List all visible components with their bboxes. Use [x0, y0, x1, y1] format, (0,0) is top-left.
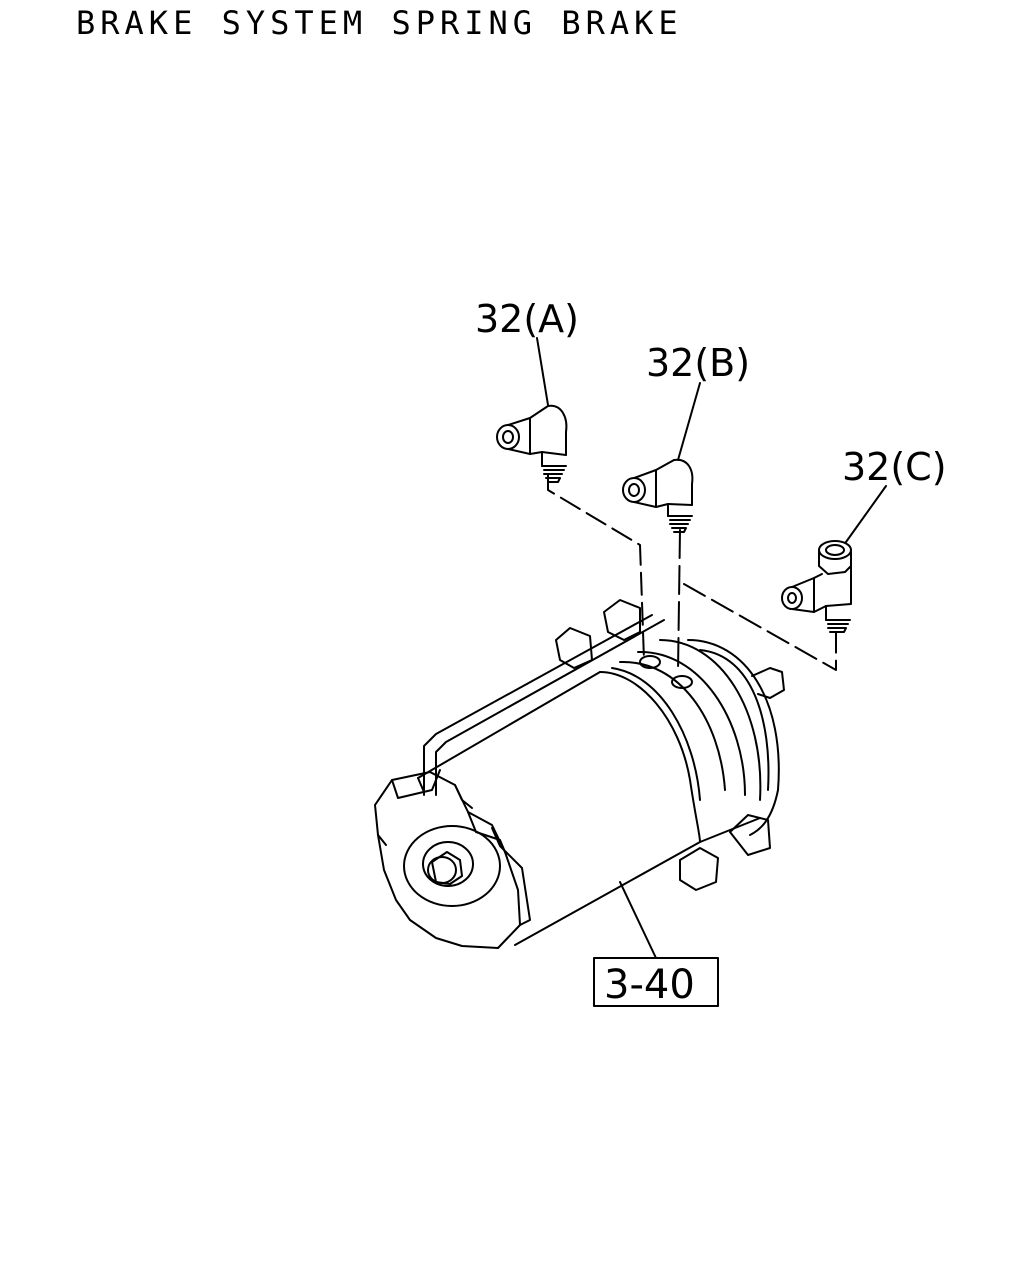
- air-tube: [423, 614, 665, 796]
- leader-3-40: [619, 881, 657, 959]
- front-flange: [374, 769, 531, 949]
- center-stud: [403, 825, 501, 907]
- page-title: BRAKE SYSTEM SPRING BRAKE: [76, 4, 683, 42]
- reference-box[interactable]: 3-40: [593, 957, 719, 1008]
- leader-32b: [677, 382, 701, 461]
- fitting-32a[interactable]: [496, 404, 568, 483]
- spring-brake-chamber[interactable]: [374, 599, 785, 949]
- assembly-lines: [417, 474, 837, 793]
- callout-32b[interactable]: 32(B): [646, 341, 750, 385]
- leader-32a: [536, 337, 549, 406]
- leader-32c: [845, 485, 887, 543]
- reference-label: 3-40: [604, 962, 695, 1008]
- port-b: [671, 675, 693, 689]
- callout-32c[interactable]: 32(C): [842, 445, 947, 489]
- fitting-32b[interactable]: [622, 458, 694, 533]
- port-a: [639, 655, 661, 669]
- callout-32a[interactable]: 32(A): [475, 297, 579, 341]
- cylinder-barrel: [417, 667, 701, 946]
- fitting-32c[interactable]: [781, 540, 852, 633]
- rear-housing: [687, 639, 785, 836]
